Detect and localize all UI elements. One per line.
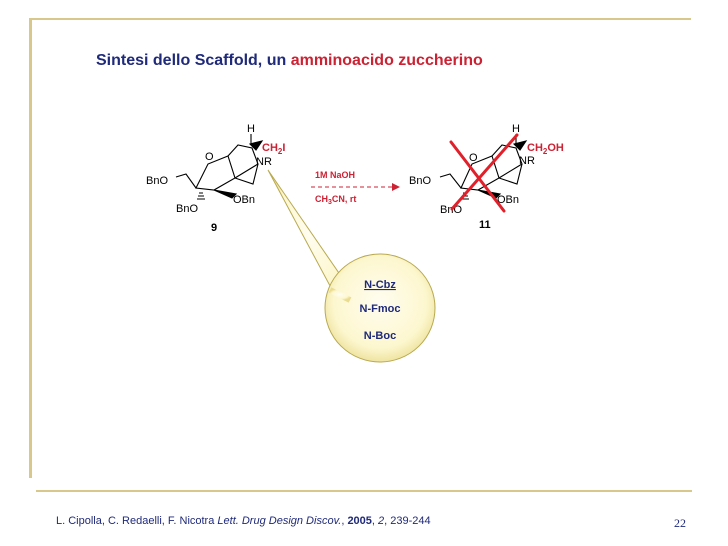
slide-frame-left [29, 18, 32, 478]
product-structure [439, 134, 528, 200]
protecting-groups-bubble [324, 253, 436, 363]
reagent-naoh: 1M NaOH [315, 170, 355, 180]
citation-volume: 2 [378, 515, 385, 527]
citation-authors: L. Cipolla, C. Redaelli, F. Nicotra [56, 515, 215, 527]
product-OBn: OBn [497, 194, 519, 206]
product-H: H [512, 123, 520, 135]
reagent-solvent-sub: 3 [328, 199, 332, 206]
product-BnO-1: BnO [409, 175, 431, 187]
slide-frame-bottom [36, 490, 692, 492]
reagent-solvent-a: CH [315, 194, 328, 204]
citation-year: 2005 [347, 515, 372, 527]
product-sub2: 2 [543, 147, 548, 156]
citation-sep: , [341, 515, 345, 527]
product-CH2OH: CH2OH [527, 142, 564, 156]
protecting-group-fmoc: N-Fmoc [360, 303, 401, 315]
reaction-arrow [311, 183, 400, 191]
reactant-CH2I: CH2I [262, 142, 285, 156]
citation: L. Cipolla, C. Redaelli, F. Nicotra Lett… [56, 515, 431, 527]
citation-journal: Lett. Drug Design Discov. [217, 515, 342, 527]
citation-pages: , 239-244 [384, 515, 431, 527]
reagent-solvent-b: CN, rt [332, 194, 357, 204]
slide-frame-top [29, 18, 691, 20]
page-number: 22 [674, 516, 686, 530]
reactant-BnO-2: BnO [176, 203, 198, 215]
reactant-compound-number: 9 [211, 222, 217, 234]
product-CH: CH [527, 142, 543, 154]
reactant-H: H [247, 123, 255, 135]
protecting-group-boc: N-Boc [364, 330, 396, 342]
product-compound-number: 11 [479, 219, 491, 231]
product-OH: OH [547, 142, 564, 154]
reagent-solvent: CH3CN, rt [315, 194, 356, 206]
reactant-CH: CH [262, 142, 278, 154]
reactant-NR: NR [256, 156, 272, 168]
reactant-I: I [282, 142, 285, 154]
reactant-sub2: 2 [278, 147, 283, 156]
reactant-OBn: OBn [233, 194, 255, 206]
cross-out-mark [449, 133, 519, 213]
protecting-group-cbz: N-Cbz [364, 279, 396, 291]
reactant-O: O [205, 151, 214, 163]
title-main: Sintesi dello Scaffold, un [96, 52, 287, 69]
reactant-BnO-1: BnO [146, 175, 168, 187]
slide-title: Sintesi dello Scaffold, un amminoacido z… [96, 52, 483, 70]
title-accent: amminoacido zuccherino [290, 52, 483, 69]
product-O: O [469, 152, 478, 164]
product-NR: NR [519, 155, 535, 167]
reactant-structure [175, 134, 264, 200]
